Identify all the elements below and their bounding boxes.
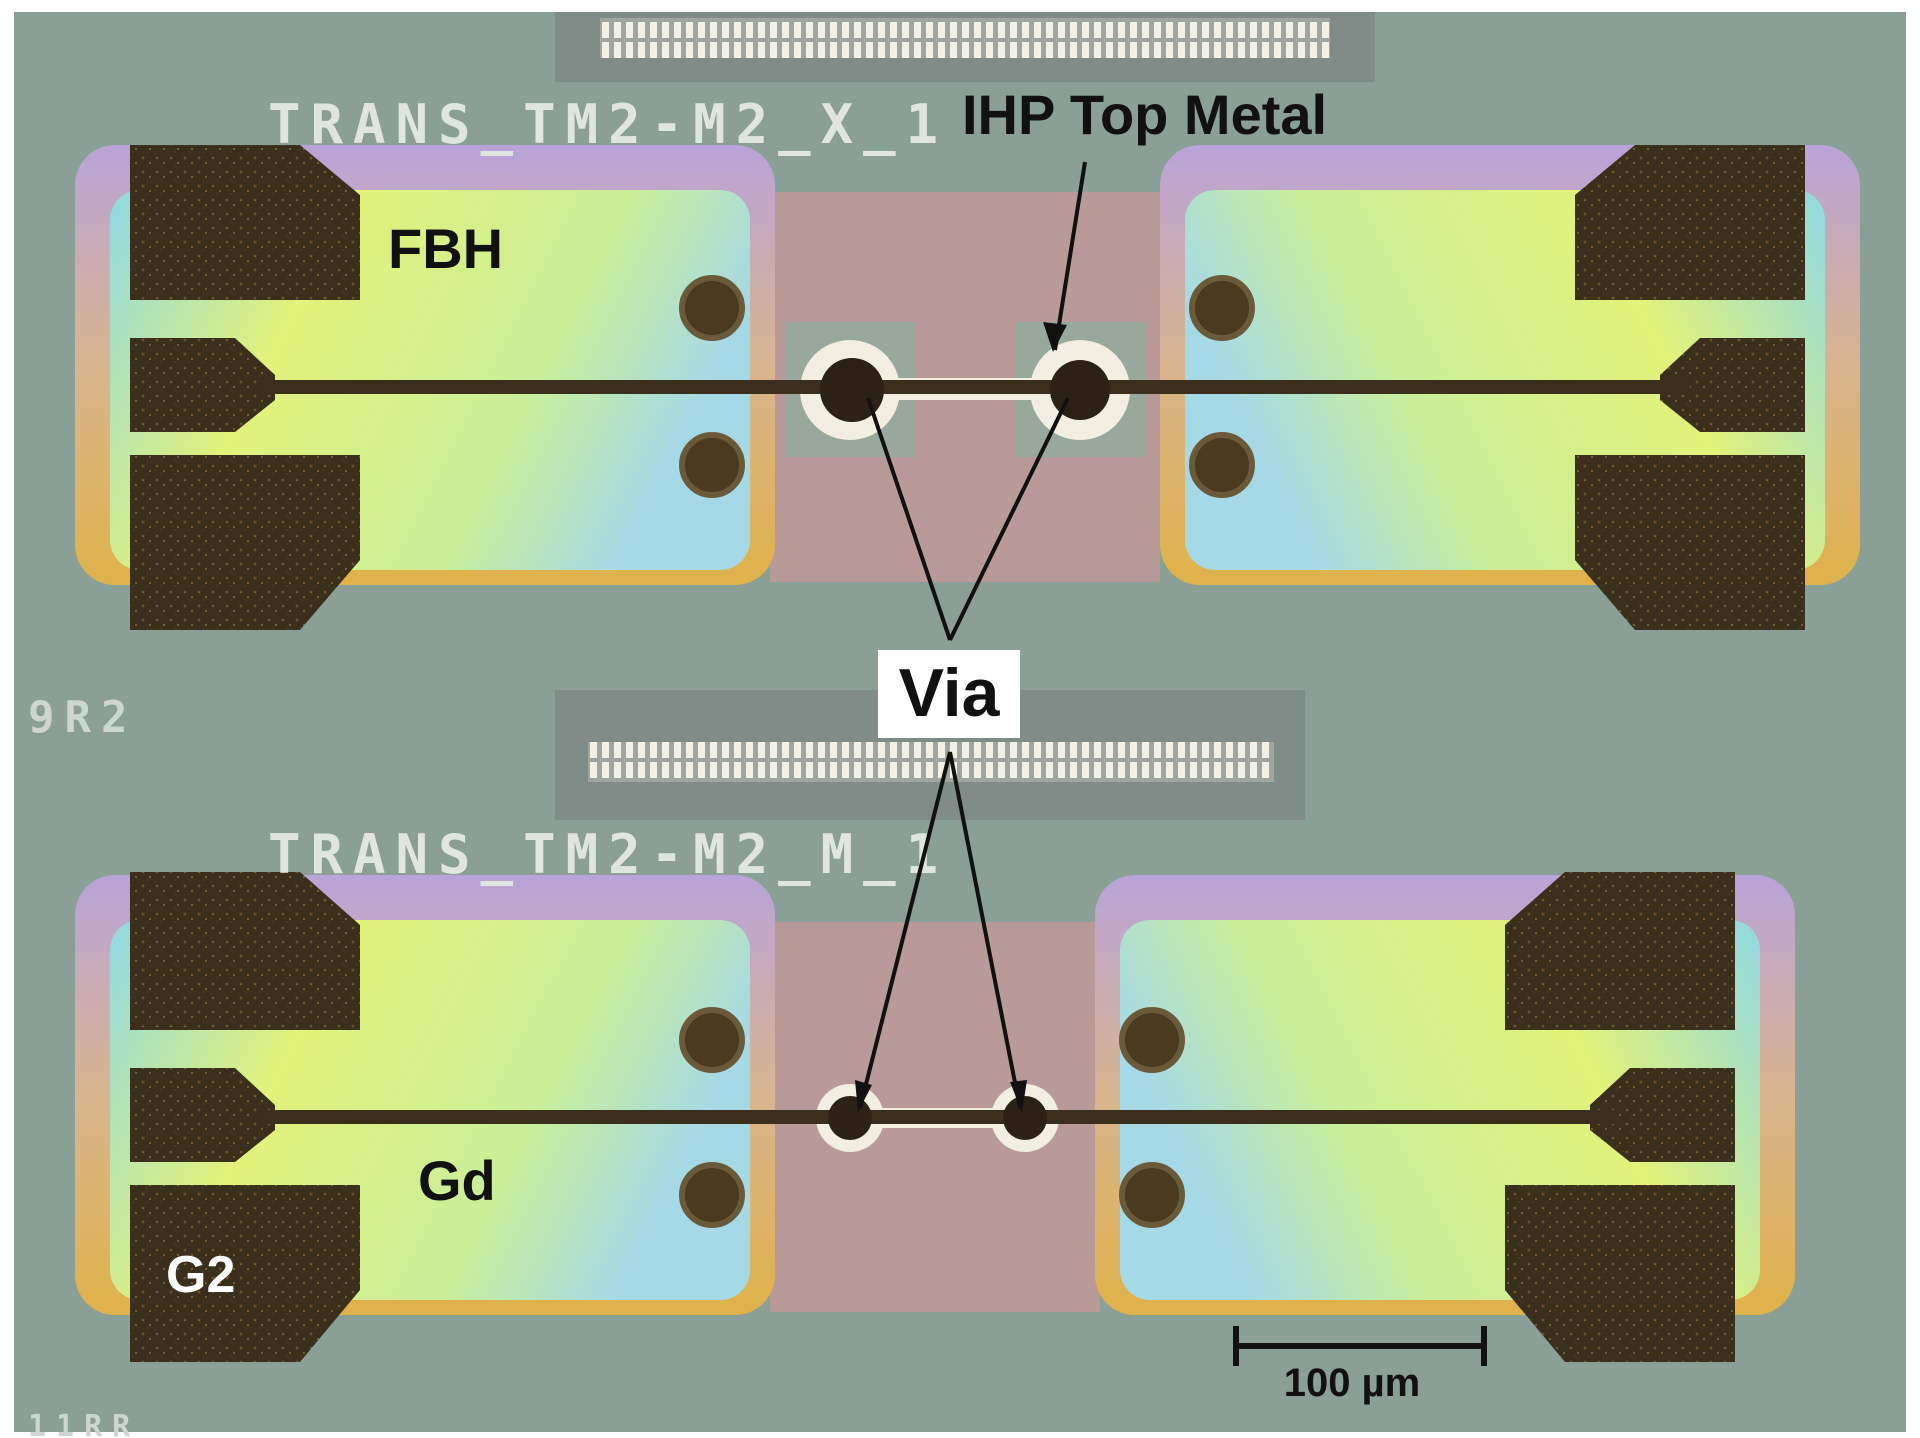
upper-left-ground-via-2 bbox=[679, 432, 745, 498]
upper-via-right bbox=[1050, 360, 1110, 420]
annotation-lines bbox=[858, 161, 1087, 1109]
lower-via-left bbox=[828, 1096, 872, 1140]
ihp-top-metal-label: IHP Top Metal bbox=[962, 83, 1327, 146]
slot-array-middle bbox=[588, 742, 1274, 782]
upper-left-pad-signal bbox=[130, 338, 275, 432]
upper-via-left bbox=[820, 358, 884, 422]
lower-right-pad-top bbox=[1505, 872, 1735, 1030]
upper-right-pad-bottom bbox=[1575, 455, 1805, 630]
lower-left-ground-via-1 bbox=[679, 1007, 745, 1073]
upper-right-pad-top bbox=[1575, 145, 1805, 300]
via-line-upper-right bbox=[948, 397, 1070, 641]
via-line-lower-left bbox=[858, 751, 952, 1109]
slot-array-top bbox=[600, 18, 1330, 58]
lower-via-right bbox=[1003, 1096, 1047, 1140]
lower-right-pad-bottom bbox=[1505, 1185, 1735, 1362]
side-mark-lower: 11RR bbox=[28, 1409, 140, 1438]
gd-label: Gd bbox=[418, 1149, 496, 1212]
upper-signal-line bbox=[260, 380, 1690, 394]
ihp-arrow-head bbox=[1043, 322, 1067, 352]
upper-right-pad-signal bbox=[1660, 338, 1805, 432]
side-mark-upper: 9R2 bbox=[28, 692, 137, 743]
lower-signal-line bbox=[260, 1110, 1615, 1124]
via-label-box bbox=[878, 650, 1020, 738]
via-line-lower-right bbox=[948, 751, 1022, 1109]
lower-right-pad-signal bbox=[1590, 1068, 1735, 1162]
lower-left-ground-via-2 bbox=[679, 1162, 745, 1228]
g2-label: G2 bbox=[166, 1246, 235, 1304]
upper-structure-label: TRANS_TM2-M2_X_1 bbox=[268, 93, 948, 156]
upper-right-ground-via-2 bbox=[1189, 432, 1255, 498]
upper-right-ground-via-1 bbox=[1189, 275, 1255, 341]
lower-transmission-structure bbox=[75, 872, 1795, 1362]
scale-bar-label: 100 µm bbox=[1284, 1361, 1420, 1405]
lower-right-ground-via-1 bbox=[1119, 1007, 1185, 1073]
ihp-arrow-line bbox=[1053, 161, 1087, 351]
fbh-label: FBH bbox=[388, 217, 503, 280]
upper-left-pad-bottom bbox=[130, 455, 360, 630]
lower-right-ground-via-2 bbox=[1119, 1162, 1185, 1228]
via-arrow-head-lower-right bbox=[1010, 1080, 1027, 1112]
lower-left-pad-top bbox=[130, 872, 360, 1030]
lower-structure-label: TRANS_TM2-M2_M_1 bbox=[268, 823, 948, 886]
upper-left-ground-via-1 bbox=[679, 275, 745, 341]
lower-left-pad-bottom bbox=[130, 1185, 360, 1362]
via-label: Via bbox=[899, 655, 1001, 731]
upper-left-pad-top bbox=[130, 145, 360, 300]
via-arrow-head-lower-left bbox=[855, 1080, 872, 1112]
via-line-upper-left bbox=[866, 397, 952, 641]
upper-transmission-structure bbox=[75, 145, 1860, 630]
lower-left-pad-signal bbox=[130, 1068, 275, 1162]
scale-bar bbox=[1233, 1326, 1487, 1366]
